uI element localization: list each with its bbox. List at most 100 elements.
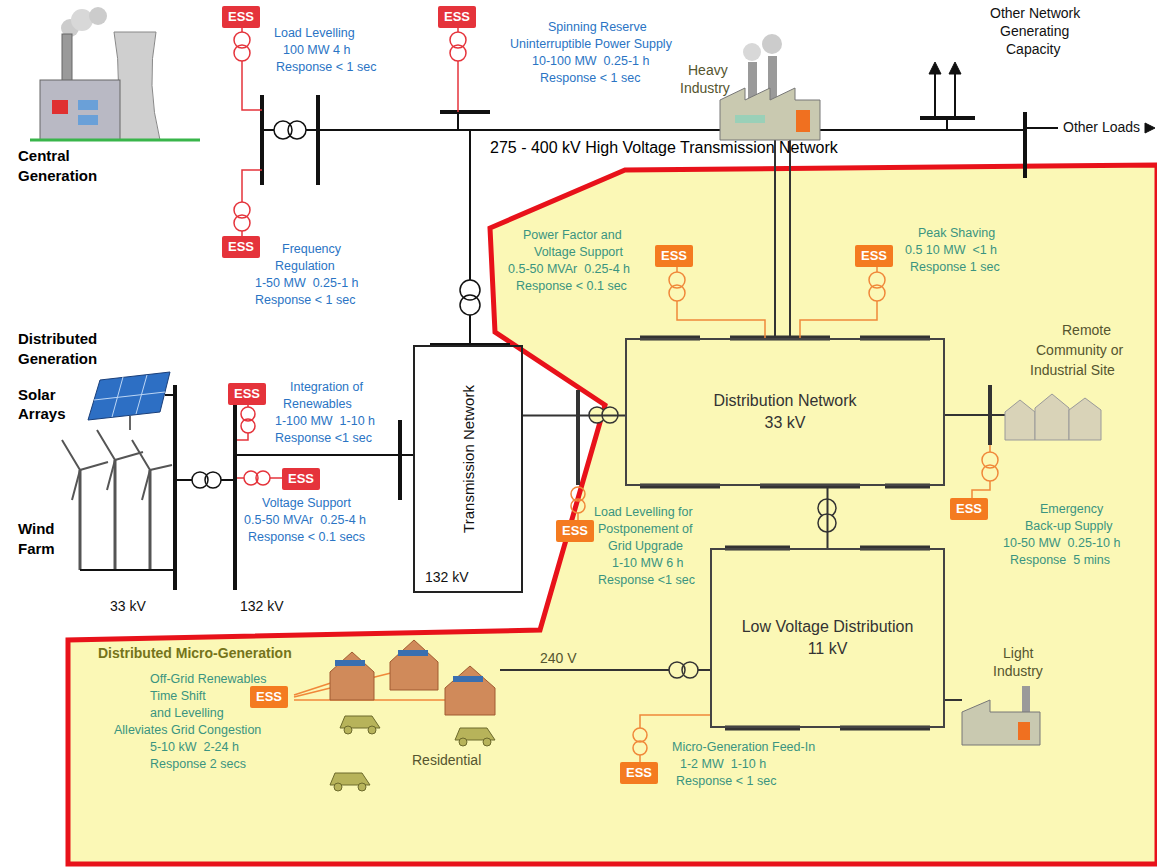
label-text: Industrial Site — [1030, 362, 1115, 379]
label-text: Off-Grid Renewables — [150, 672, 267, 687]
label-text: Emergency — [1040, 502, 1103, 517]
ess-box: ESS — [282, 468, 320, 490]
node-text: ESS — [234, 386, 260, 402]
node-text: 33 kV — [765, 412, 806, 434]
label-text: Light — [1003, 645, 1033, 662]
node-text: Transmission Network — [460, 385, 477, 533]
label-text: Solar — [18, 386, 56, 404]
node-text: ESS — [288, 471, 314, 487]
ess-box: ESS — [438, 6, 476, 28]
label-text: Distributed Micro-Generation — [98, 645, 292, 662]
node-text: ESS — [444, 9, 470, 25]
label-text: Other Loads — [1063, 119, 1140, 136]
label-text: Frequency — [282, 242, 341, 257]
label-text: Grid Upgrade — [608, 539, 683, 554]
wind-farm — [62, 430, 175, 570]
label-text: Uninterruptible Power Supply — [510, 37, 672, 52]
label-text: Response 2 secs — [150, 757, 246, 772]
heavy-industry — [720, 34, 820, 140]
label-text: Alleviates Grid Congestion — [114, 723, 261, 738]
label-text: Response 5 mins — [1010, 553, 1110, 568]
label-text: Response <1 sec — [598, 573, 695, 588]
label-text: Generating — [1000, 23, 1069, 40]
ess-box: ESS — [556, 520, 594, 542]
label-text: Response 1 sec — [910, 260, 1000, 275]
label-text: Regulation — [275, 259, 335, 274]
ess-box: ESS — [222, 236, 260, 258]
label-text: 1-2 MW 1-10 h — [680, 757, 766, 772]
label-text: Time Shift — [150, 689, 206, 704]
node-text: ESS — [861, 248, 887, 264]
electric-cars — [330, 716, 495, 791]
label-text: Response < 1 sec — [255, 293, 355, 308]
region — [68, 165, 1157, 864]
label-text: Distributed — [18, 330, 97, 348]
label-text: Response < 1 sec — [276, 60, 376, 75]
label-text: Wind — [18, 520, 55, 538]
label-text: Power Factor and — [523, 228, 622, 243]
label-text: Remote — [1062, 322, 1111, 339]
label-text: Micro-Generation Feed-In — [672, 740, 815, 755]
label-text: Renewables — [283, 397, 352, 412]
label-text: Response < 0.1 secs — [248, 530, 365, 545]
label-text: 1-10 MW 6 h — [612, 556, 684, 571]
ess-box: ESS — [620, 762, 658, 784]
label-text: Farm — [18, 540, 55, 558]
label-text: Integration of — [290, 380, 363, 395]
light-industry — [962, 686, 1040, 745]
ess-box: ESS — [250, 686, 288, 708]
network-link — [827, 486, 829, 548]
label-text: 0.5-50 MVAr 0.25-4 h — [508, 262, 630, 277]
label-text: Back-up Supply — [1025, 519, 1113, 534]
label-text: Industry — [993, 663, 1043, 680]
node-text: ESS — [228, 9, 254, 25]
remote-houses — [1005, 394, 1101, 440]
ess-box: ESS — [228, 383, 266, 405]
network-box: Transmission Network 132 kV — [413, 345, 523, 593]
power-plant — [30, 7, 200, 140]
label-text: Postponement of — [598, 522, 693, 537]
node-text: ESS — [256, 689, 282, 705]
node-text: ESS — [562, 523, 588, 539]
label-text: Capacity — [1006, 41, 1060, 58]
label-text: 275 - 400 kV High Voltage Transmission N… — [490, 138, 838, 157]
label-text: 0.5-50 MVAr 0.25-4 h — [244, 513, 366, 528]
node-text: 132 kV — [425, 569, 469, 585]
label-text: Response <1 sec — [275, 431, 372, 446]
label-text: Community or — [1036, 342, 1123, 359]
label-text: Generation — [18, 167, 97, 185]
node-text: ESS — [661, 248, 687, 264]
node-text: ESS — [956, 501, 982, 517]
network-link — [523, 415, 625, 417]
label-text: Voltage Support — [262, 496, 351, 511]
label-text: Industry — [680, 80, 730, 97]
solar-array — [88, 372, 175, 430]
node-text: Distribution Network — [713, 390, 856, 412]
label-text: and Levelling — [150, 706, 224, 721]
label-text: 240 V — [540, 650, 577, 667]
label-text: Central — [18, 147, 70, 165]
label-text: Other Network — [990, 5, 1080, 22]
node-text: Low Voltage Distribution — [742, 616, 914, 638]
label-text: Peak Shaving — [918, 226, 995, 241]
ess-box: ESS — [950, 498, 988, 520]
label-text: 33 kV — [110, 598, 146, 615]
label-text: 1-100 MW 1-10 h — [275, 414, 375, 429]
residential-houses — [330, 640, 495, 715]
network-box: Low Voltage Distribution11 kV — [710, 548, 945, 728]
label-text: Arrays — [18, 405, 66, 423]
label-text: 0.5 10 MW <1 h — [905, 243, 997, 258]
label-text: 10-100 MW 0.25-1 h — [532, 54, 649, 69]
label-text: Generation — [18, 350, 97, 368]
node-text: ESS — [626, 765, 652, 781]
label-text: Spinning Reserve — [548, 20, 647, 35]
ess-box: ESS — [222, 6, 260, 28]
label-text: Load Levelling for — [594, 505, 693, 520]
label-text: Load Levelling — [274, 26, 355, 41]
node-text: ESS — [228, 239, 254, 255]
network-box: Distribution Network33 kV — [625, 338, 945, 486]
label-text: 132 kV — [240, 598, 284, 615]
label-text: 100 MW 4 h — [283, 43, 350, 58]
label-text: 10-50 MW 0.25-10 h — [1003, 536, 1120, 551]
label-text: Response < 1 sec — [676, 774, 776, 789]
